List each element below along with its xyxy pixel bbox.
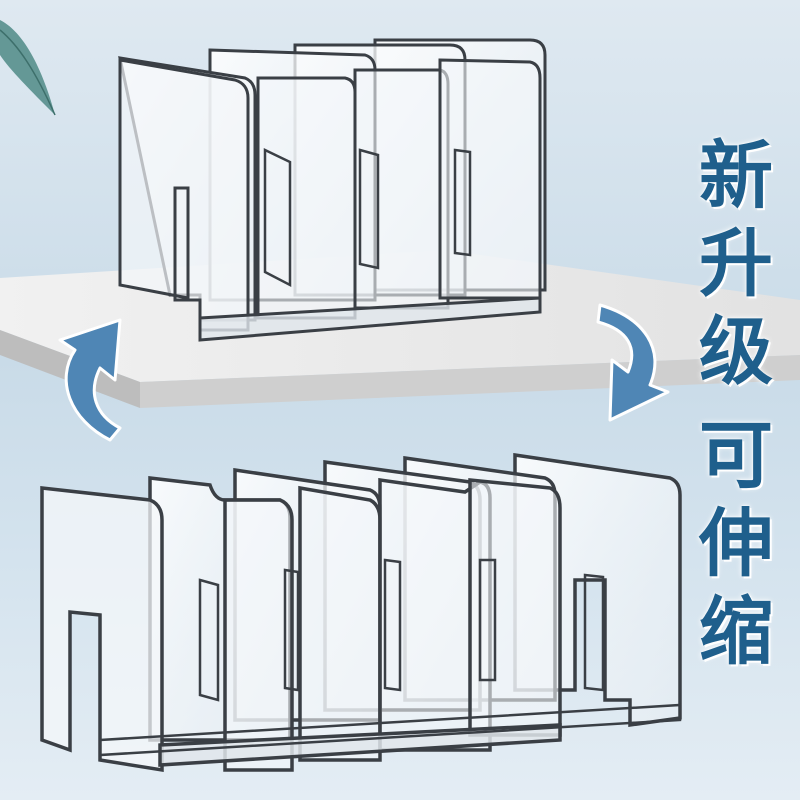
headline-char: 级 — [699, 309, 773, 395]
headline-new-upgrade: 新 升 级 — [688, 132, 784, 396]
headline-char: 新 — [699, 133, 773, 219]
headline-char: 升 — [699, 221, 773, 307]
headline-char: 缩 — [699, 589, 773, 675]
leaf-icon — [0, 20, 56, 116]
curved-arrow-up-icon — [58, 318, 122, 442]
headline-char: 伸 — [699, 501, 773, 587]
headline-extendable: 可 伸 缩 — [688, 412, 784, 676]
organizer-small — [118, 38, 547, 342]
curved-arrow-down-icon — [596, 303, 670, 422]
organizer-large — [40, 452, 682, 773]
headline-char: 可 — [699, 413, 773, 499]
